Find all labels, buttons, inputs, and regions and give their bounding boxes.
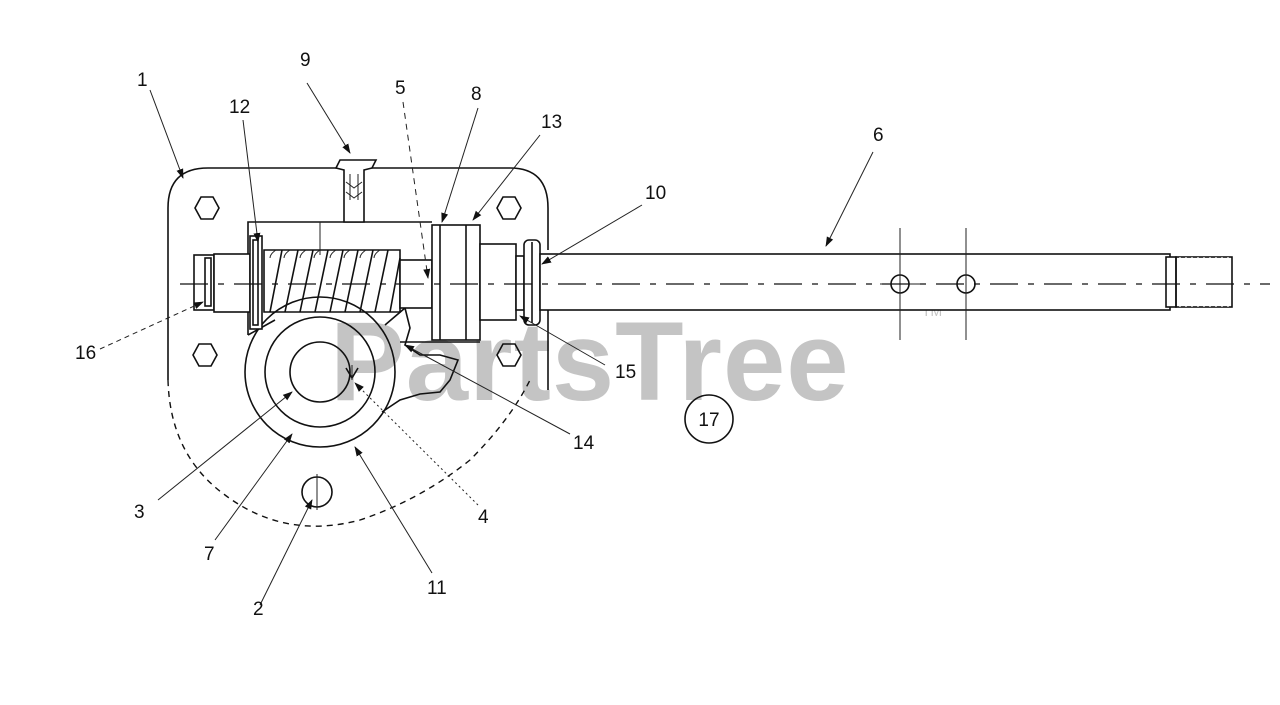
grease-fitting <box>334 159 378 223</box>
bolt-hole-bottom-right <box>496 343 522 367</box>
callout-1: 1 <box>137 70 148 91</box>
callout-14: 14 <box>573 433 595 454</box>
callout-8: 8 <box>471 84 482 105</box>
callout-7: 7 <box>204 544 215 565</box>
leader-lines <box>99 82 874 606</box>
bolt-hole-top-right <box>496 196 522 220</box>
callout-2: 2 <box>253 599 264 620</box>
callout-9: 9 <box>300 50 311 71</box>
callout-12: 12 <box>229 97 250 118</box>
callout-5: 5 <box>395 78 406 99</box>
return-spring <box>381 306 460 413</box>
bolt-hole-top-left <box>194 196 220 220</box>
callout-15: 15 <box>615 362 636 383</box>
watermark-text: PartsTree <box>330 299 850 424</box>
bearing-assembly <box>399 224 525 341</box>
retaining-ring <box>523 239 541 326</box>
callout-10: 10 <box>645 183 666 204</box>
sector-gear <box>244 296 396 448</box>
callout-11: 11 <box>427 578 447 599</box>
worm-thread <box>263 249 401 313</box>
callout-3: 3 <box>134 502 145 523</box>
callout-6: 6 <box>873 125 884 146</box>
callout-13: 13 <box>541 112 562 133</box>
callout-17: 17 <box>698 410 719 431</box>
callout-17-circle <box>684 394 734 444</box>
callout-4: 4 <box>478 507 489 528</box>
steering-shaft <box>539 228 1233 340</box>
shaft-left-end <box>193 235 263 330</box>
bolt-hole-bottom-left <box>192 343 218 367</box>
callout-16: 16 <box>75 343 96 364</box>
callout-labels: 1 2 3 4 5 6 7 8 9 10 11 12 13 14 15 16 1… <box>75 50 884 620</box>
